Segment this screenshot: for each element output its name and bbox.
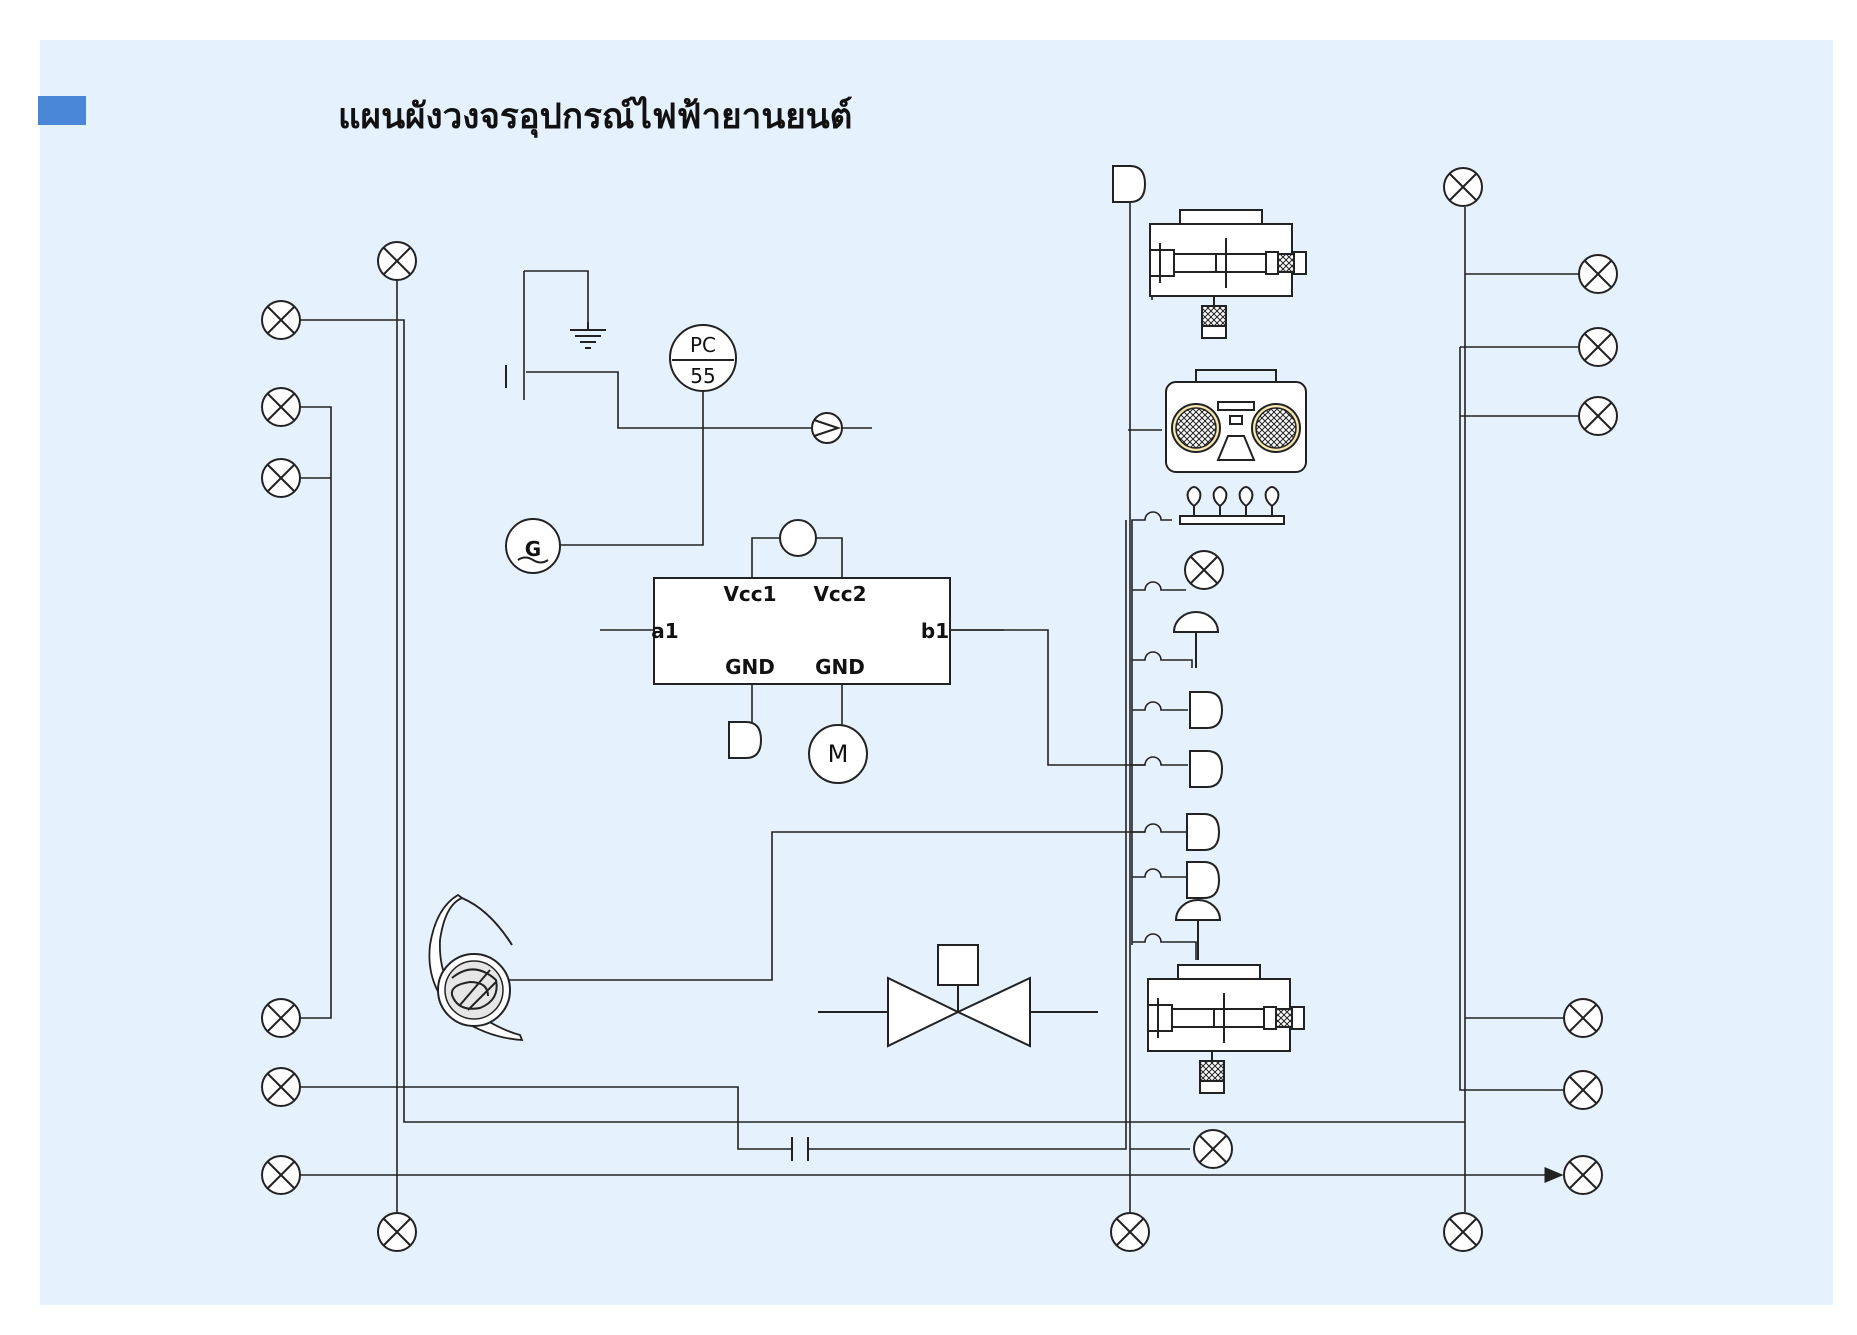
lamp-icon [261, 458, 301, 498]
and-gate-icon [728, 721, 762, 759]
valve-icon [887, 944, 1031, 1048]
lamp-icon [1184, 550, 1224, 590]
valve-actuator [937, 944, 979, 986]
radio-icon [1165, 369, 1307, 473]
lamp-icon [1110, 1212, 1150, 1252]
wires [300, 200, 1580, 1232]
and-gate-icon [1186, 861, 1220, 899]
and-gate-icon [1189, 750, 1223, 788]
lamp-icon [1563, 1155, 1603, 1195]
lamp-icon [1193, 1129, 1233, 1169]
meter-bottom-label: 55 [690, 364, 715, 388]
generator-label: G [525, 537, 541, 561]
ic-vcc1-label: Vcc1 [723, 582, 776, 606]
meter-top-label: PC [690, 333, 716, 357]
horn-icon [428, 893, 524, 1041]
lamp-icon [261, 1067, 301, 1107]
dome-icon [1172, 611, 1220, 633]
lamp-icon [261, 1155, 301, 1195]
diode-icon [811, 412, 843, 444]
ic-gnd1-label: GND [725, 655, 775, 679]
accent-tab [38, 96, 86, 125]
ic-vcc2-label: Vcc2 [813, 582, 866, 606]
lamp-icon [261, 300, 301, 340]
lamp-icon [1443, 167, 1483, 207]
and-gate-icon [1112, 165, 1146, 203]
page-title: แผนผังวงจรอุปกรณ์ไฟฟ้ายานยนต์ [338, 95, 852, 138]
ic-input-label: a1 [651, 619, 678, 643]
dome-icon [1174, 899, 1222, 921]
lamp-icon [1563, 998, 1603, 1038]
ground-icon [570, 322, 606, 349]
lamp-icon [377, 1212, 417, 1252]
light-bulbs-icon [1179, 486, 1285, 525]
ic-gnd2-label: GND [815, 655, 865, 679]
lamp-icon [261, 998, 301, 1038]
lamp-icon [1563, 1070, 1603, 1110]
generator-icon: G [505, 518, 561, 574]
lamp-icon [1578, 254, 1618, 294]
oscillator-icon [779, 519, 817, 557]
lamp-icon [1443, 1212, 1483, 1252]
logic-gates [728, 165, 1223, 960]
ic-chip: Vcc1 Vcc2 GND GND a1 b1 [651, 519, 951, 685]
meter-gauge: PC 55 [669, 324, 737, 392]
lamp-icon [1578, 396, 1618, 436]
lamp-icon [1578, 327, 1618, 367]
lamp-icon [261, 387, 301, 427]
ic-output-label: b1 [921, 619, 949, 643]
motor-label: M [828, 740, 849, 768]
motor-icon: M [808, 724, 868, 784]
and-gate-icon [1186, 813, 1220, 851]
lamp-icon [377, 241, 417, 281]
and-gate-icon [1189, 691, 1223, 729]
